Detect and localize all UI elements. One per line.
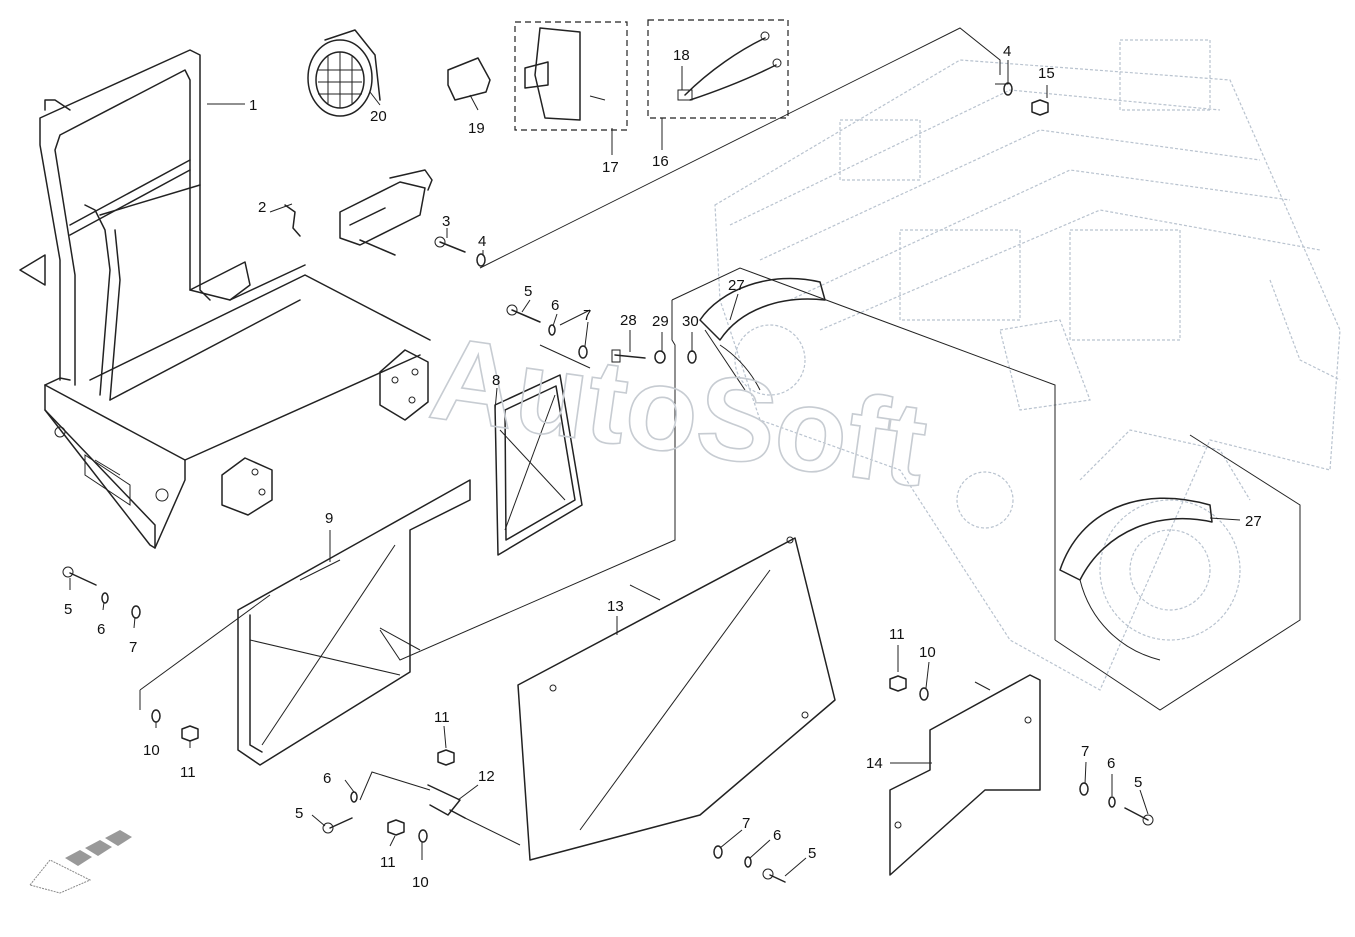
mirror-17-group: [514, 21, 628, 131]
panel-9: [139, 479, 471, 766]
callout-5: 5: [808, 845, 816, 862]
washer-7c: [713, 845, 723, 859]
callout-20: 20: [370, 108, 387, 125]
lockwasher-6c: [350, 791, 358, 803]
lockwasher-6b: [101, 592, 109, 604]
lockwasher-6a: [548, 324, 556, 336]
nut-11d: [889, 675, 907, 692]
callout-27: 27: [728, 277, 745, 294]
callout-11: 11: [380, 854, 396, 871]
washer-7b: [131, 605, 141, 619]
callout-6: 6: [551, 297, 559, 314]
cap-19: [447, 57, 491, 101]
group-outlines: [379, 27, 1301, 711]
callout-27: 27: [1245, 513, 1262, 530]
callout-18: 18: [673, 47, 690, 64]
callout-17: 17: [602, 159, 619, 176]
washer-29: [654, 350, 666, 364]
callout-7: 7: [129, 639, 137, 656]
lockwasher-6d: [744, 856, 752, 868]
panel-8: [494, 344, 591, 556]
callout-29: 29: [652, 313, 669, 330]
callout-2: 2: [258, 199, 266, 216]
callout-9: 9: [325, 510, 333, 527]
leader-lines: [69, 60, 1241, 877]
callout-labels: 1 2 3 4 4 15 5 6 7 28 29 30 27 27 8 9 5 …: [64, 43, 1262, 891]
callout-11: 11: [180, 764, 196, 781]
bolt-28: [611, 349, 646, 363]
washer-7a: [578, 345, 588, 359]
callout-4: 4: [1003, 43, 1011, 60]
fasteners: [62, 82, 1154, 883]
fender-27b: [1059, 497, 1213, 661]
bracket-12: [359, 771, 521, 846]
washer-4a: [476, 253, 486, 267]
bolt-5a: [506, 304, 541, 323]
nut-11a: [181, 725, 199, 742]
callout-10: 10: [143, 742, 160, 759]
callout-6: 6: [323, 770, 331, 787]
callout-15: 15: [1038, 65, 1055, 82]
callout-5: 5: [1134, 774, 1142, 791]
watermark: AutoSoft: [423, 312, 935, 512]
chassis-background: [714, 39, 1341, 691]
clamp-bracket: [284, 169, 433, 256]
mounting-brackets: [221, 349, 429, 516]
washer-4b: [1003, 82, 1013, 96]
washer-10a: [151, 709, 161, 723]
bolt-3: [434, 236, 466, 253]
washer-7d: [1079, 782, 1089, 796]
lockwasher-6e: [1108, 796, 1116, 808]
callout-8: 8: [492, 372, 500, 389]
callout-7: 7: [742, 815, 750, 832]
callout-12: 12: [478, 768, 495, 785]
callout-7: 7: [583, 307, 591, 324]
callout-10: 10: [919, 644, 936, 661]
nut-11b: [437, 749, 455, 766]
direction-arrow-icon: [29, 830, 132, 894]
callout-10: 10: [412, 874, 429, 891]
bolt-5e: [1124, 807, 1154, 826]
callout-16: 16: [652, 153, 669, 170]
callout-6: 6: [1107, 755, 1115, 772]
nut-11c: [387, 819, 405, 836]
bolt-5b: [62, 566, 97, 586]
callout-6: 6: [773, 827, 781, 844]
callout-28: 28: [620, 312, 637, 329]
washer-10c: [919, 687, 929, 701]
plate-14: [889, 674, 1041, 876]
handrail-assembly: [19, 49, 431, 549]
callout-30: 30: [682, 313, 699, 330]
cable-16-group: [647, 19, 789, 119]
lamp-20: [307, 29, 381, 117]
bolt-5c: [322, 817, 353, 834]
nut-15: [1031, 99, 1049, 116]
panel-13: [517, 536, 836, 861]
callout-19: 19: [468, 120, 485, 137]
callout-11: 11: [889, 626, 905, 643]
callout-13: 13: [607, 598, 624, 615]
callout-14: 14: [866, 755, 883, 772]
callout-6: 6: [97, 621, 105, 638]
callout-5: 5: [524, 283, 532, 300]
callout-7: 7: [1081, 743, 1089, 760]
callout-1: 1: [249, 97, 257, 114]
callout-4: 4: [478, 233, 486, 250]
fender-27a: [699, 277, 826, 391]
bolt-5d: [762, 868, 786, 883]
callout-3: 3: [442, 213, 450, 230]
callout-5: 5: [295, 805, 303, 822]
callout-5: 5: [64, 601, 72, 618]
callout-11: 11: [434, 709, 450, 726]
washer-10b: [418, 829, 428, 843]
